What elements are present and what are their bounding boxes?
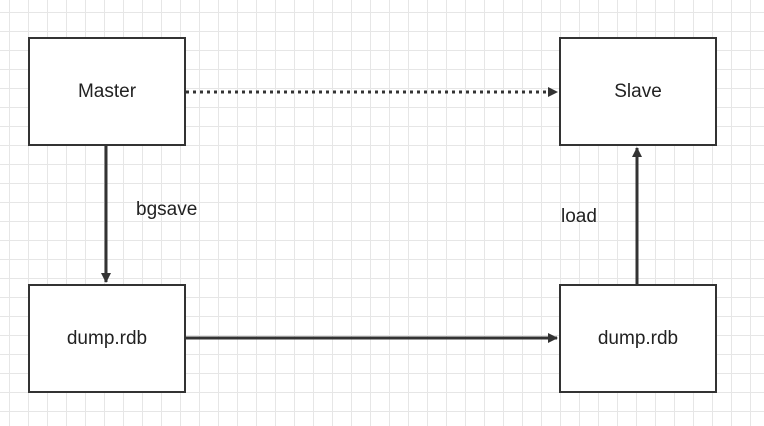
slave-node[interactable]: Slave [559,37,717,146]
dump-rdb-right-label: dump.rdb [597,327,679,349]
dump-rdb-left-label: dump.rdb [66,327,148,349]
bgsave-edge-label: bgsave [136,199,198,220]
slave-node-label: Slave [614,80,662,102]
master-node[interactable]: Master [28,37,186,146]
load-edge-label: load [561,206,597,227]
master-node-label: Master [77,80,137,102]
dump-rdb-right-node[interactable]: dump.rdb [559,284,717,393]
dump-rdb-left-node[interactable]: dump.rdb [28,284,186,393]
